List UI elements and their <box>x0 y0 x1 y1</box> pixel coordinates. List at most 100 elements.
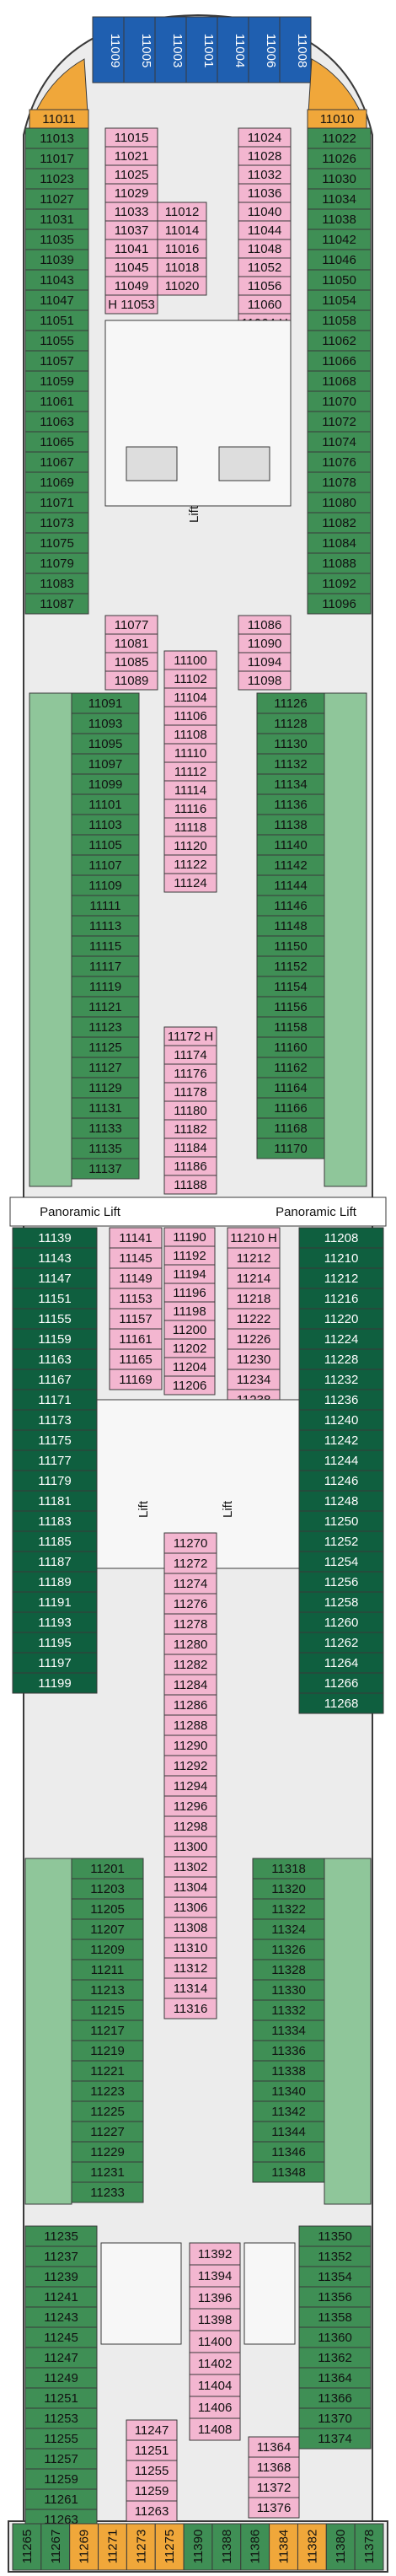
cabin-11099[interactable] <box>71 773 140 795</box>
cabin-11326[interactable] <box>252 1939 325 1960</box>
cabin-11256[interactable] <box>298 1571 384 1593</box>
cabin-11260[interactable] <box>298 1611 384 1633</box>
cabin-11093[interactable] <box>71 713 140 734</box>
cabin-11068[interactable] <box>307 370 372 392</box>
cabin-11262[interactable] <box>298 1632 384 1654</box>
cabin-11001[interactable] <box>185 16 218 83</box>
cabin-11269[interactable] <box>69 2523 99 2571</box>
cabin-11346[interactable] <box>252 2141 325 2163</box>
cabin-11372[interactable] <box>248 2477 300 2498</box>
cabin-11265[interactable] <box>12 2523 42 2571</box>
cabin-11065[interactable] <box>24 431 89 453</box>
cabin-11308[interactable] <box>163 1917 217 1939</box>
cabin-11083[interactable] <box>24 573 89 594</box>
cabin-11199[interactable] <box>12 1672 98 1694</box>
cabin-11318[interactable] <box>252 1858 325 1880</box>
cabin-11226[interactable] <box>227 1328 281 1350</box>
cabin-11370[interactable] <box>298 2407 372 2429</box>
cabin-11027[interactable] <box>24 188 89 210</box>
cabin-11197[interactable] <box>12 1652 98 1674</box>
cabin-11330[interactable] <box>252 1979 325 2001</box>
cabin-11035[interactable] <box>24 229 89 250</box>
cabin-11105[interactable] <box>71 834 140 856</box>
cabin-11167[interactable] <box>12 1369 98 1390</box>
cabin-11356[interactable] <box>298 2286 372 2308</box>
cabin-11063[interactable] <box>24 411 89 433</box>
cabin-11215[interactable] <box>71 1999 144 2021</box>
cabin-11082[interactable] <box>307 512 372 534</box>
cabin-11259[interactable] <box>24 2468 98 2490</box>
cabin-11111[interactable] <box>71 895 140 917</box>
cabin-11366[interactable] <box>298 2387 372 2409</box>
cabin-11261[interactable] <box>24 2488 98 2510</box>
cabin-11213[interactable] <box>71 1979 144 2001</box>
cabin-11206[interactable] <box>163 1375 216 1396</box>
cabin-11057[interactable] <box>24 350 89 372</box>
cabin-11360[interactable] <box>298 2326 372 2348</box>
cabin-11066[interactable] <box>307 350 372 372</box>
cabin-11244[interactable] <box>298 1449 384 1471</box>
cabin-11143[interactable] <box>12 1247 98 1269</box>
cabin-11245[interactable] <box>24 2326 98 2348</box>
cabin-11352[interactable] <box>298 2245 372 2267</box>
cabin-11188[interactable] <box>163 1175 217 1195</box>
cabin-11187[interactable] <box>12 1551 98 1573</box>
cabin-11006[interactable] <box>248 16 281 83</box>
cabin-11074[interactable] <box>307 431 372 453</box>
cabin-11159[interactable] <box>12 1328 98 1350</box>
cabin-11288[interactable] <box>163 1714 217 1736</box>
cabin-11098[interactable] <box>238 670 292 691</box>
cabin-11147[interactable] <box>12 1267 98 1289</box>
cabin-11251[interactable] <box>24 2387 98 2409</box>
cabin-11026[interactable] <box>307 148 372 169</box>
cabin-11231[interactable] <box>71 2161 144 2183</box>
cabin-11126[interactable] <box>256 692 325 714</box>
cabin-11087[interactable] <box>24 593 89 615</box>
cabin-11163[interactable] <box>12 1348 98 1370</box>
cabin-11009[interactable] <box>92 16 125 83</box>
cabin-11254[interactable] <box>298 1551 384 1573</box>
cabin-11280[interactable] <box>163 1633 217 1655</box>
cabin-11340[interactable] <box>252 2080 325 2102</box>
cabin-11165[interactable] <box>109 1348 163 1370</box>
cabin-11152[interactable] <box>256 955 325 977</box>
cabin-11096[interactable] <box>307 593 372 615</box>
cabin-11384[interactable] <box>269 2523 298 2571</box>
cabin-11004[interactable] <box>217 16 249 83</box>
cabin-11043[interactable] <box>24 269 89 291</box>
cabin-11151[interactable] <box>12 1288 98 1310</box>
cabin-11079[interactable] <box>24 552 89 574</box>
cabin-11382[interactable] <box>297 2523 327 2571</box>
cabin-11030[interactable] <box>307 168 372 190</box>
cabin-11268[interactable] <box>298 1692 384 1714</box>
cabin-11069[interactable] <box>24 471 89 493</box>
cabin-11039[interactable] <box>24 249 89 271</box>
cabin-11322[interactable] <box>252 1898 325 1920</box>
cabin-11227[interactable] <box>71 2121 144 2143</box>
cabin-11264[interactable] <box>298 1652 384 1674</box>
cabin-11191[interactable] <box>12 1591 98 1613</box>
cabin-11023[interactable] <box>24 168 89 190</box>
cabin-11127[interactable] <box>71 1057 140 1078</box>
cabin-11294[interactable] <box>163 1775 217 1797</box>
cabin-11324[interactable] <box>252 1918 325 1940</box>
cabin-11154[interactable] <box>256 976 325 998</box>
cabin-11119[interactable] <box>71 976 140 998</box>
cabin-11169[interactable] <box>109 1369 163 1390</box>
cabin-11217[interactable] <box>71 2019 144 2041</box>
cabin-11038[interactable] <box>307 208 372 230</box>
cabin-11249[interactable] <box>24 2367 98 2389</box>
cabin-11247[interactable] <box>126 2419 178 2441</box>
cabin-11168[interactable] <box>256 1117 325 1139</box>
cabin-11267[interactable] <box>40 2523 71 2571</box>
cabin-11243[interactable] <box>24 2306 98 2328</box>
cabin-11272[interactable] <box>163 1552 217 1574</box>
cabin-11059[interactable] <box>24 370 89 392</box>
cabin-11246[interactable] <box>298 1470 384 1492</box>
cabin-11216[interactable] <box>298 1288 384 1310</box>
cabin-11131[interactable] <box>71 1097 140 1119</box>
cabin-11209[interactable] <box>71 1939 144 1960</box>
cabin-11400[interactable] <box>189 2330 241 2353</box>
cabin-11255[interactable] <box>126 2460 178 2482</box>
cabin-11240[interactable] <box>298 1409 384 1431</box>
